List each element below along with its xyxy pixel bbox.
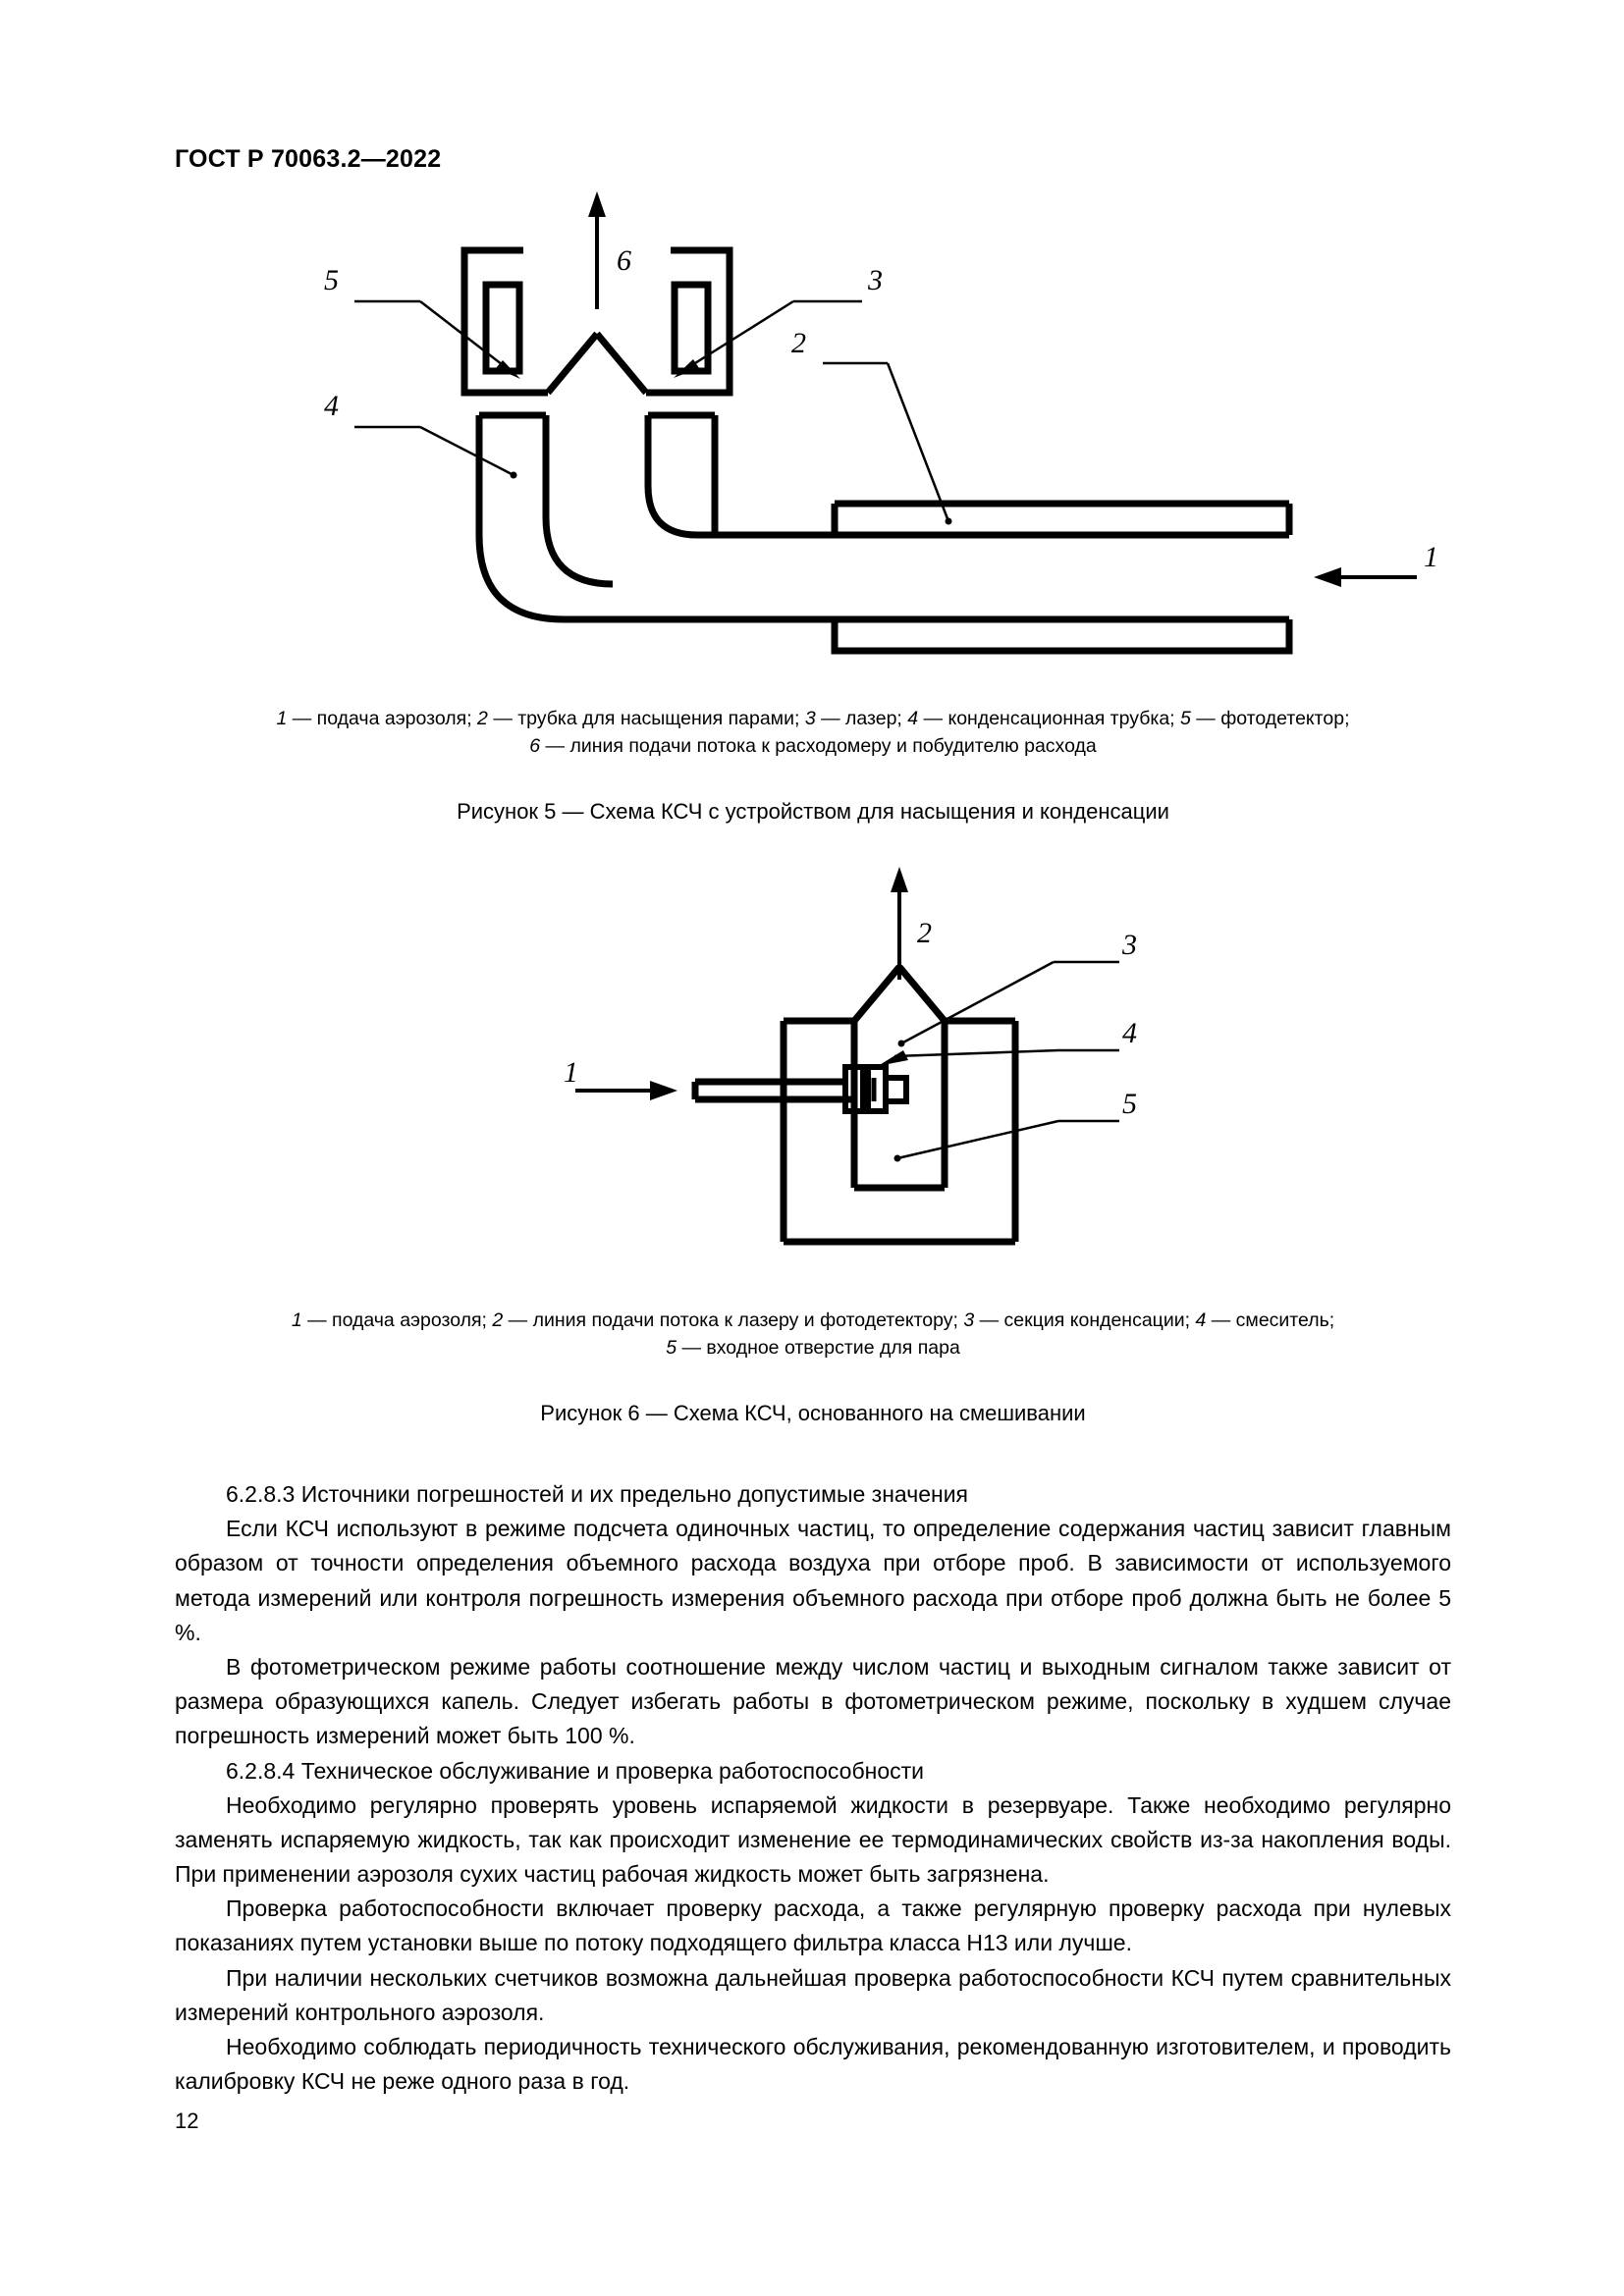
- figure-6-callout-3: 3: [1121, 929, 1137, 961]
- clause-6-2-8-4-heading: 6.2.8.4 Техническое обслуживание и прове…: [226, 1757, 925, 1784]
- figure-6-title: Рисунок 6 — Схема КСЧ, основанного на см…: [540, 1401, 1086, 1426]
- figure-6-legend: 1 — подача аэрозоля; 2 — линия подачи по…: [175, 1308, 1451, 1362]
- figure-5-callout-6: 6: [617, 244, 631, 277]
- paragraph-3: Необходимо регулярно проверять уровень и…: [175, 1791, 1451, 1888]
- figure-5-legend-line-1: 1 — подача аэрозоля; 2 — трубка для насы…: [276, 708, 1350, 729]
- figure-5-drawing: 6 5 3 4 2 1: [175, 191, 1451, 692]
- figure-6-callout-4: 4: [1122, 1017, 1137, 1049]
- paragraph-6: Необходимо соблюдать периодичность техни…: [175, 2034, 1451, 2095]
- paragraph-2: В фотометрическом режиме работы соотноше…: [175, 1653, 1451, 1749]
- figure-5-callout-5: 5: [324, 264, 339, 296]
- figure-5-legend-line-2: 6 — линия подачи потока к расходомеру и …: [529, 734, 1097, 757]
- paragraph-1: Если КСЧ используют в режиме подсчета од…: [175, 1516, 1451, 1645]
- body-text-block: 6.2.8.3 Источники погрешностей и их пред…: [175, 1477, 1451, 2099]
- figure-6-callout-1: 1: [564, 1056, 578, 1089]
- figure-5-title: Рисунок 5 — Схема КСЧ с устройством для …: [457, 799, 1169, 825]
- clause-6-2-8-3-heading: 6.2.8.3 Источники погрешностей и их пред…: [226, 1481, 968, 1507]
- figure-5-callout-2: 2: [791, 327, 806, 359]
- standard-header: ГОСТ Р 70063.2—2022: [175, 145, 442, 173]
- figure-6-legend-line-2: 5 — входное отверстие для пара: [666, 1336, 960, 1359]
- figure-5-legend: 1 — подача аэрозоля; 2 — трубка для насы…: [175, 706, 1451, 760]
- paragraph-5: При наличии нескольких счетчиков возможн…: [175, 1964, 1451, 2025]
- figure-5-callout-1: 1: [1424, 541, 1438, 573]
- figure-6-legend-line-1: 1 — подача аэрозоля; 2 — линия подачи по…: [291, 1309, 1335, 1331]
- figure-6-callout-5: 5: [1122, 1088, 1137, 1120]
- figure-5-callout-4: 4: [324, 390, 339, 422]
- figure-6-callout-2: 2: [917, 917, 932, 949]
- paragraph-4: Проверка работоспособности включает пров…: [175, 1896, 1451, 1956]
- figure-5: 6 5 3 4 2 1 1 — подача аэрозоля; 2 — тру…: [175, 191, 1451, 828]
- figure-5-callout-3: 3: [867, 264, 883, 296]
- figure-6-drawing: 2 3 4 5 1: [175, 864, 1451, 1296]
- figure-6: 2 3 4 5 1 1 — подача аэрозоля; 2 — линия…: [175, 864, 1451, 1429]
- page-number: 12: [175, 2109, 199, 2133]
